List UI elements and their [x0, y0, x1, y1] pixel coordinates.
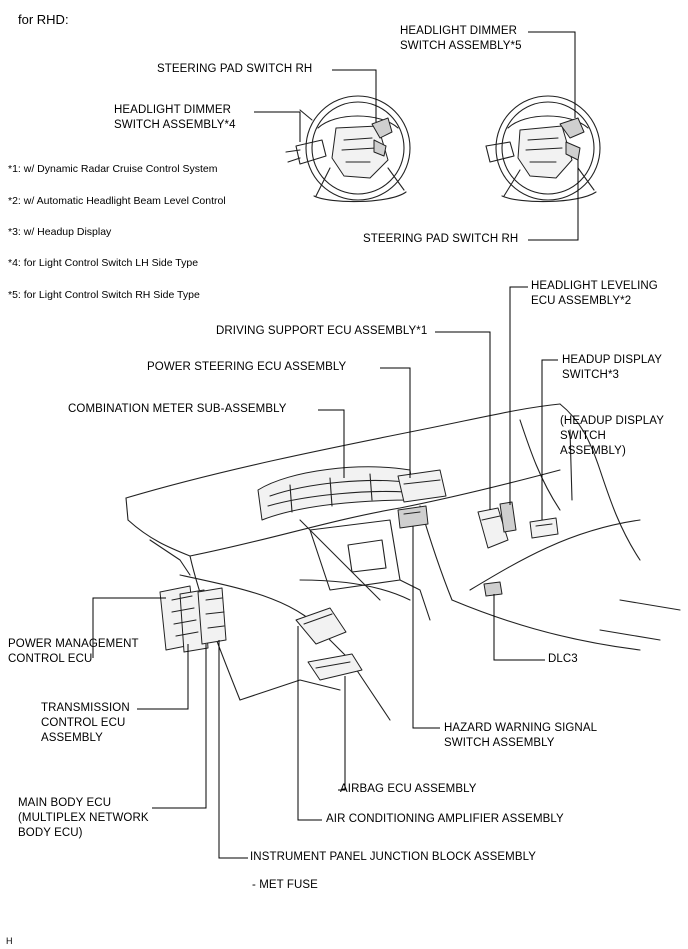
air-conditioning-amplifier-illustration: [295, 607, 347, 645]
note-4: *4: for Light Control Switch LH Side Typ…: [8, 257, 199, 269]
combination-meter-illustration: [257, 466, 415, 521]
label-power-management: POWER MANAGEMENT CONTROL ECU: [8, 638, 139, 665]
headlight-leveling-ecu-illustration: [499, 501, 517, 533]
label-dlc3: DLC3: [548, 653, 578, 665]
dlc3-illustration: [483, 581, 503, 597]
label-driving-support: DRIVING SUPPORT ECU ASSEMBLY*1: [216, 325, 428, 337]
power-steering-ecu-illustration: [397, 469, 447, 503]
label-headlight-leveling: HEADLIGHT LEVELING ECU ASSEMBLY*2: [531, 280, 658, 307]
label-air-conditioning: AIR CONDITIONING AMPLIFIER ASSEMBLY: [326, 813, 564, 825]
driving-support-ecu-illustration: [477, 507, 509, 549]
figure-code: H: [6, 936, 13, 946]
note-5: *5: for Light Control Switch RH Side Typ…: [8, 289, 200, 301]
label-headup-display-switch: HEADUP DISPLAY SWITCH*3: [562, 354, 663, 381]
label-met-fuse: - MET FUSE: [252, 879, 318, 891]
hazard-switch-illustration: [397, 505, 429, 529]
label-main-body: MAIN BODY ECU (MULTIPLEX NETWORK BODY EC…: [18, 797, 149, 839]
label-transmission: TRANSMISSION CONTROL ECU ASSEMBLY: [41, 702, 130, 744]
label-steering-pad-rh-top: STEERING PAD SWITCH RH: [157, 63, 313, 75]
ecu-stack-illustration: [159, 585, 227, 653]
label-hazard-warning: HAZARD WARNING SIGNAL SWITCH ASSEMBLY: [444, 722, 598, 749]
leader-lines: [92, 31, 579, 859]
note-3: *3: w/ Headup Display: [8, 226, 112, 238]
steering-wheel-left-illustration: [285, 95, 411, 203]
note-2: *2: w/ Automatic Headlight Beam Level Co…: [8, 195, 226, 207]
label-combination-meter: COMBINATION METER SUB-ASSEMBLY: [68, 403, 287, 415]
steering-wheel-right-illustration: [485, 95, 601, 203]
note-1: *1: w/ Dynamic Radar Cruise Control Syst…: [8, 163, 218, 175]
label-headup-display-switch-assembly: (HEADUP DISPLAY SWITCH ASSEMBLY): [560, 415, 664, 457]
label-steering-pad-rh-bottom: STEERING PAD SWITCH RH: [363, 233, 519, 245]
header-rhd: for RHD:: [18, 12, 69, 27]
label-headlight-dimmer-5: HEADLIGHT DIMMER SWITCH ASSEMBLY*5: [400, 25, 522, 52]
label-headlight-dimmer-4: HEADLIGHT DIMMER SWITCH ASSEMBLY*4: [114, 104, 236, 131]
airbag-ecu-illustration: [307, 653, 363, 681]
headup-display-switch-illustration: [529, 517, 559, 539]
label-airbag: AIRBAG ECU ASSEMBLY: [340, 783, 477, 795]
label-power-steering: POWER STEERING ECU ASSEMBLY: [147, 361, 347, 373]
label-instrument-panel: INSTRUMENT PANEL JUNCTION BLOCK ASSEMBLY: [250, 851, 537, 863]
